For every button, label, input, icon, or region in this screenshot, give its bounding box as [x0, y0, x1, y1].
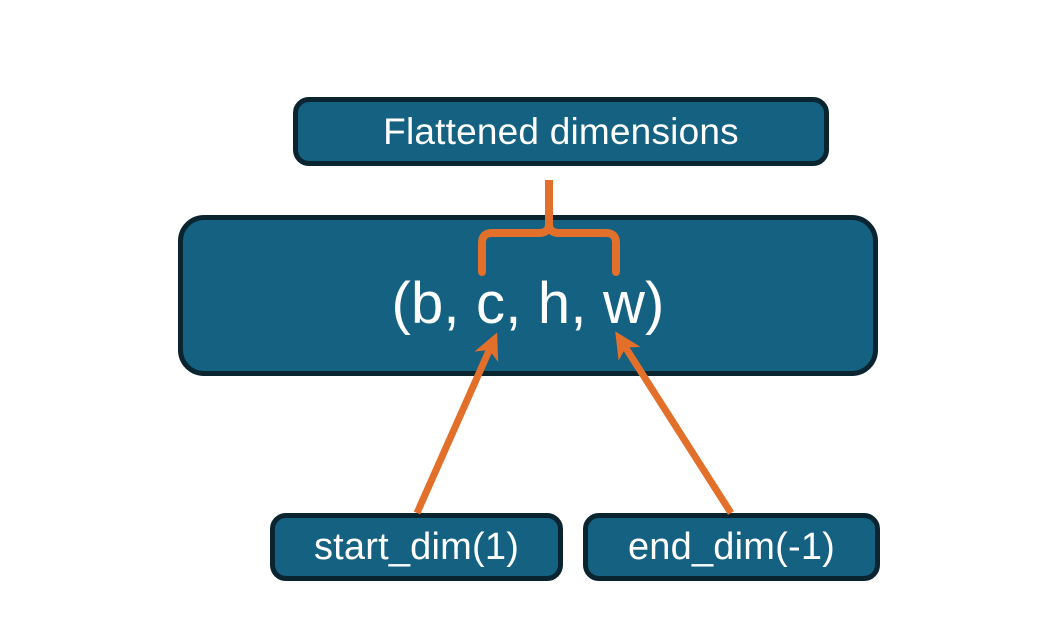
- start-dim-label: start_dim(1): [313, 526, 520, 568]
- tensor-shape-box: (b, c, h, w): [178, 215, 878, 376]
- start-dim-box: start_dim(1): [270, 513, 563, 581]
- flattened-dimensions-box: Flattened dimensions: [293, 97, 829, 166]
- end-dim-box: end_dim(-1): [583, 513, 880, 581]
- end-dim-label: end_dim(-1): [627, 526, 836, 568]
- tensor-shape-label: (b, c, h, w): [391, 270, 665, 336]
- flattened-dimensions-label: Flattened dimensions: [383, 111, 739, 152]
